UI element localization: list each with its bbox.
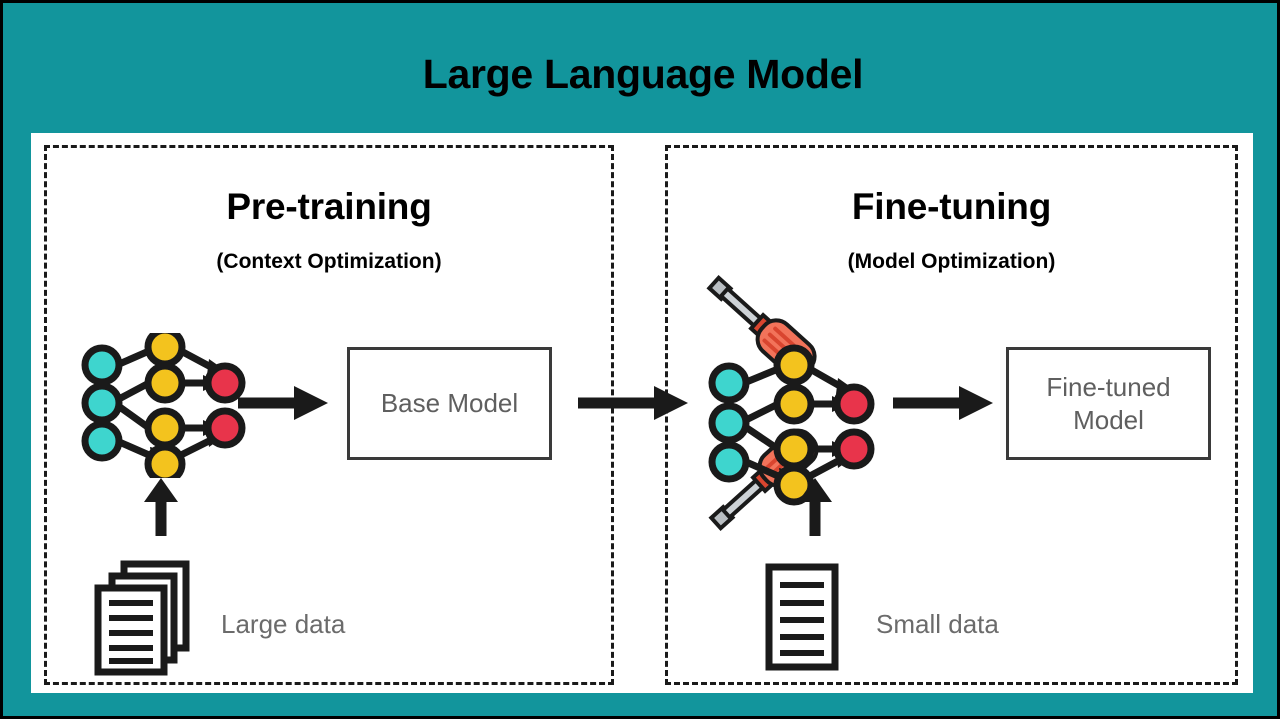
- large-data-label: Large data: [221, 609, 346, 639]
- base-model-box: Base Model: [347, 347, 552, 460]
- panel-subtitle-pre-training: (Context Optimization): [216, 250, 442, 273]
- panel-heading-fine-tuning: Fine-tuning: [851, 186, 1052, 227]
- panel-fine-tuning: Fine-tuning (Model Optimization): [665, 145, 1238, 685]
- finetuned-model-label-line2: Model: [1073, 404, 1144, 435]
- output-layer-nodes: [833, 383, 875, 470]
- arrow-base-model-to-finetune: [576, 383, 692, 423]
- input-layer-nodes: [81, 344, 123, 462]
- hidden-layer-nodes: [773, 344, 815, 506]
- panel-pre-training: Pre-training (Context Optimization): [44, 145, 614, 685]
- base-model-label: Base Model: [380, 388, 519, 419]
- small-data-label: Small data: [876, 609, 999, 639]
- small-data-icon: [761, 561, 861, 677]
- finetuned-model-box: Fine-tuned Model: [1006, 347, 1211, 460]
- arrow-small-data-up: [793, 478, 837, 538]
- arrow-large-data-up: [139, 478, 183, 538]
- output-layer-nodes: [204, 362, 246, 449]
- input-layer-nodes: [708, 362, 750, 483]
- base-neural-network: [77, 333, 257, 478]
- large-data-icon: [86, 558, 206, 678]
- arrow-finetune-to-finetuned-model: [891, 383, 997, 423]
- content-panel: Pre-training (Context Optimization): [31, 133, 1253, 693]
- hidden-layer-nodes: [144, 333, 186, 478]
- panel-subtitle-fine-tuning: (Model Optimization): [847, 250, 1056, 273]
- page-title: Large Language Model: [422, 51, 864, 97]
- panel-heading-pre-training: Pre-training: [226, 186, 432, 227]
- finetune-neural-network: [686, 273, 901, 538]
- finetuned-model-label-line1: Fine-tuned: [1046, 372, 1171, 402]
- arrow-network-to-base-model: [236, 383, 332, 423]
